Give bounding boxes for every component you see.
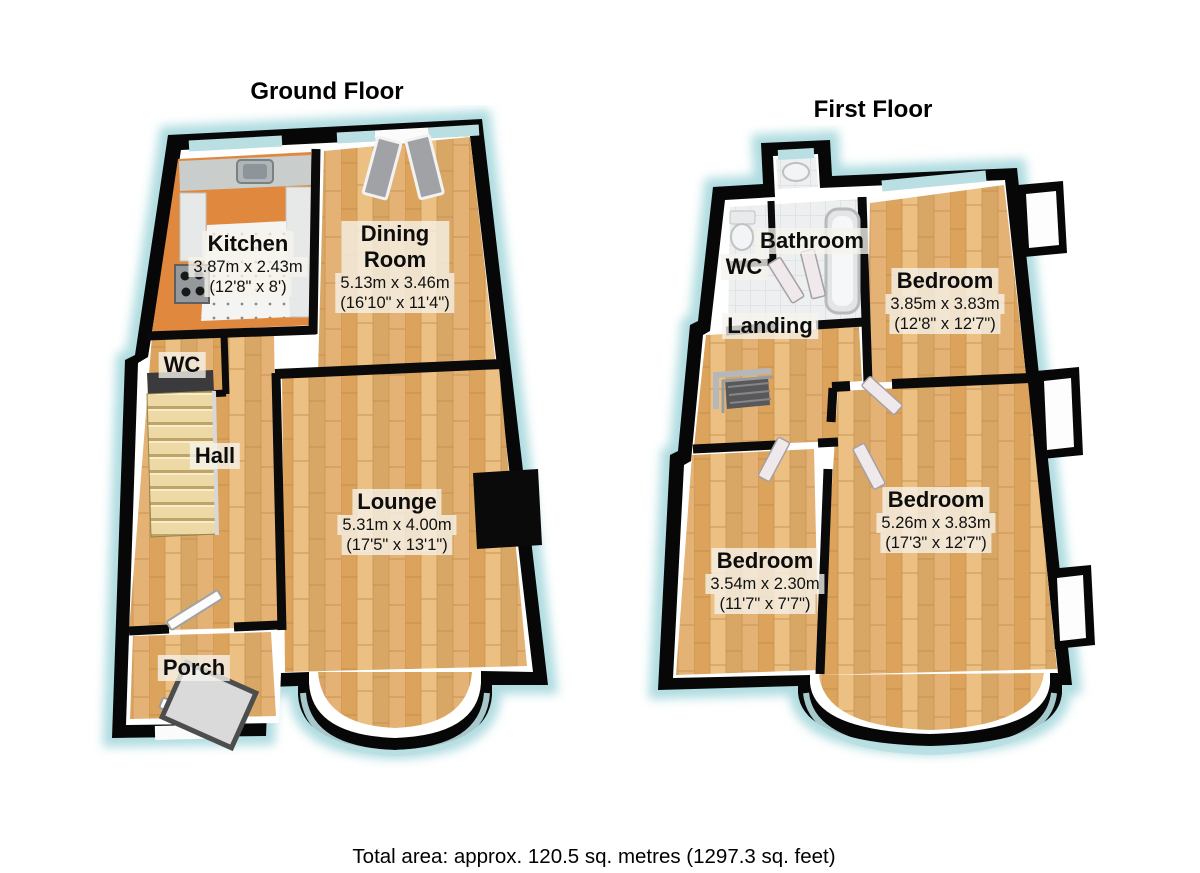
ff-stairwell-and-banister <box>713 368 774 413</box>
wash-basin <box>782 162 810 182</box>
room-label-bedroom-large: Bedroom 5.26m x 3.83m (17'3" x 12'7") <box>876 487 996 553</box>
room-label-kitchen: Kitchen 3.87m x 2.43m (12'8" x 8') <box>188 231 308 297</box>
bathroom-name: Bathroom <box>755 228 869 254</box>
gf-bay-window-floor <box>318 672 472 728</box>
room-label-bedroom-front: Bedroom 3.85m x 3.83m (12'8" x 12'7") <box>885 268 1005 334</box>
first-floor-plan <box>648 130 1095 756</box>
bedroom-small-imperial: (11'7" x 7'7") <box>714 594 816 614</box>
banister-rail <box>713 368 772 409</box>
toilet-cistern <box>729 210 756 225</box>
ff-bay-window-floor <box>819 673 1044 730</box>
room-label-lounge: Lounge 5.31m x 4.00m (17'5" x 13'1") <box>337 489 457 555</box>
bedroom-large-name: Bedroom <box>882 487 990 513</box>
french-door-leaf-left <box>361 135 403 201</box>
room-label-wc-ground: WC <box>158 352 206 378</box>
bathroom-window <box>777 148 815 160</box>
lounge-metric: 5.31m x 4.00m <box>337 515 457 535</box>
porch-door-leaf <box>166 589 223 631</box>
dining-room-metric: 5.13m x 3.46m <box>335 273 455 293</box>
kitchen-sink-basin <box>243 164 267 179</box>
ground-floor-title: Ground Floor <box>250 78 404 105</box>
room-label-bedroom-small: Bedroom 3.54m x 2.30m (11'7" x 7'7") <box>705 548 825 614</box>
room-label-dining-room: Dining Room 5.13m x 3.46m (16'10" x 11'4… <box>335 221 455 313</box>
dining-room-imperial: (16'10" x 11'4") <box>335 293 455 313</box>
lounge-imperial: (17'5" x 13'1") <box>341 535 453 555</box>
bedroom-front-imperial: (12'8" x 12'7") <box>889 314 1001 334</box>
room-label-porch: Porch <box>157 655 231 681</box>
ff-windows <box>777 148 1057 756</box>
lounge-name: Lounge <box>352 489 442 515</box>
bathroom-door-leaf <box>768 257 805 304</box>
porch-name: Porch <box>157 655 231 681</box>
kitchen-name: Kitchen <box>202 231 294 257</box>
bedroom-front-name: Bedroom <box>891 268 999 294</box>
french-door-leaf-right <box>404 133 445 201</box>
wc-ground-name: WC <box>158 352 206 378</box>
bedroom-large-door-leaf <box>852 442 886 490</box>
hall-name: Hall <box>189 443 241 469</box>
bay-window-glass <box>803 692 1057 756</box>
landing-name: Landing <box>722 313 818 339</box>
bedroom-small-name: Bedroom <box>711 548 819 574</box>
ff-wardrobe-recesses <box>1018 181 1095 649</box>
bedroom-front-door-leaf <box>861 376 903 416</box>
french-door-opening <box>374 127 430 144</box>
room-label-wc-first: WC <box>720 254 768 280</box>
bedroom-small-door-leaf <box>757 436 791 482</box>
ff-landing-floor <box>694 327 862 447</box>
kitchen-imperial: (12'8" x 8') <box>204 277 292 297</box>
banister-rail-inner <box>721 375 774 413</box>
kitchen-metric: 3.87m x 2.43m <box>188 257 308 277</box>
toilet-bowl <box>730 223 754 251</box>
dining-window-right <box>428 124 480 139</box>
first-floor-title: First Floor <box>813 96 933 123</box>
dining-room-name: Dining Room <box>341 221 449 273</box>
wc-first-name: WC <box>720 254 768 280</box>
dining-window-left <box>336 130 376 144</box>
total-area-text: Total area: approx. 120.5 sq. metres (12… <box>352 845 836 868</box>
kitchen-window <box>188 135 283 152</box>
bedroom-front-metric: 3.85m x 3.83m <box>885 294 1005 314</box>
room-label-landing: Landing <box>722 313 818 339</box>
bedroom-front-window <box>881 170 987 192</box>
bedroom-large-metric: 5.26m x 3.83m <box>876 513 996 533</box>
gf-chimney-breast <box>473 469 542 549</box>
room-label-bathroom: Bathroom <box>755 228 869 254</box>
bedroom-large-imperial: (17'3" x 12'7") <box>880 533 992 553</box>
room-label-hall: Hall <box>189 443 241 469</box>
ff-door-leaves <box>757 248 903 490</box>
bay-window-glass <box>300 692 490 757</box>
bedroom-small-metric: 3.54m x 2.30m <box>705 574 825 594</box>
